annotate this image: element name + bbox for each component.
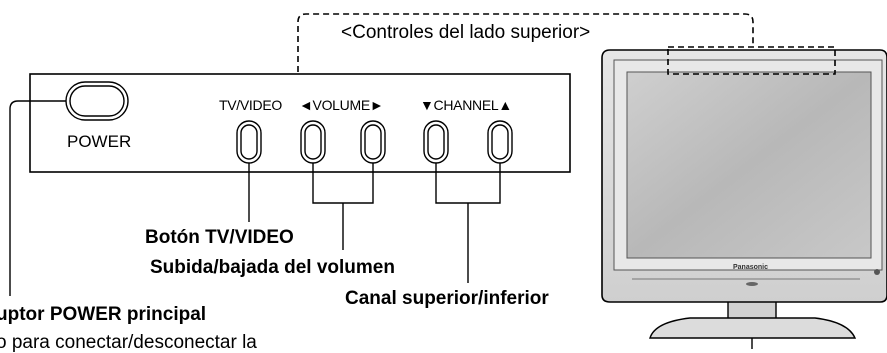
volume-down-button-inner [304, 124, 322, 160]
tv-screen [626, 71, 872, 259]
leader-lines [9, 100, 753, 349]
volume-label: ◄VOLUME► [299, 97, 384, 113]
power-led-icon [874, 269, 880, 275]
volume-up-button-inner [364, 124, 382, 160]
tv-video-callout: Botón TV/VIDEO [145, 227, 294, 248]
channel-callout: Canal superior/inferior [345, 288, 549, 309]
volume-callout: Subida/bajada del volumen [150, 257, 395, 278]
section-title: <Controles del lado superior> [341, 22, 591, 43]
channel-down-button-inner [427, 124, 445, 160]
channel-label: ▼CHANNEL▲ [420, 97, 512, 113]
dashed-bracket [297, 13, 754, 72]
power-callout: uptor POWER principal [0, 304, 207, 325]
power-description: o para conectar/desconectar la [0, 332, 257, 353]
power-label: POWER [67, 132, 132, 151]
tv-set [601, 46, 887, 339]
tv-brand-logo: Panasonic [733, 264, 769, 271]
power-button-inner [69, 85, 125, 117]
tv-video-label: TV/VIDEO [219, 97, 282, 113]
pill-buttons [236, 120, 513, 164]
channel-up-button-inner [491, 124, 509, 160]
top-controls-highlight [667, 46, 836, 75]
tv-video-button-inner [240, 124, 258, 160]
